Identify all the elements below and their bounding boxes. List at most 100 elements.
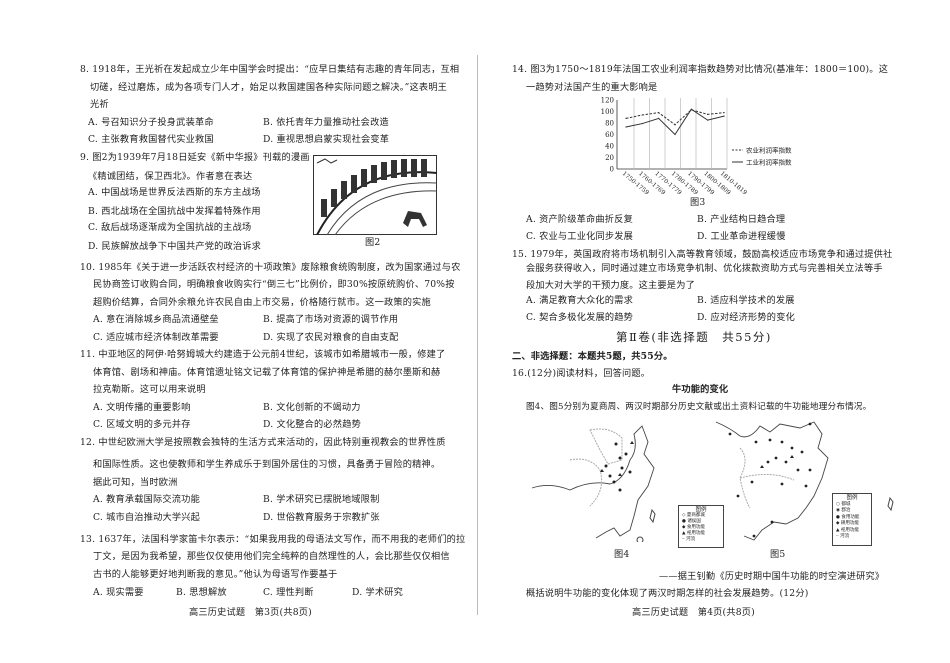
option-a: A. 中国战场是世界反法西斯的东方主战场 bbox=[88, 187, 261, 198]
question-text: 体育馆、剧场和神庙。体育馆遗址铭文记载了体育馆的保护神是希腊的赫尔墨斯和赫 bbox=[93, 367, 441, 378]
option-d: D. 工业革命进程缓慢 bbox=[697, 231, 786, 242]
data-point bbox=[690, 108, 692, 110]
page-3-footer: 高三历史试题 第3页(共8页) bbox=[189, 607, 312, 618]
option-d: D. 实现了农民对粮食的自由支配 bbox=[263, 332, 399, 343]
question-text: 拉克勒斯。这可以用来说明 bbox=[93, 384, 206, 395]
option-b: B. 提高了市场对资源的调节作用 bbox=[263, 314, 399, 325]
section-title: 第Ⅱ卷(非选择题 共55分) bbox=[616, 330, 772, 344]
question-text: 光祈 bbox=[90, 99, 109, 110]
data-point bbox=[707, 113, 709, 115]
option-d: D. 世俗教育服务于宗教扩张 bbox=[263, 512, 380, 523]
question-text: 丁文，是因为我希望，那些仅仅使用他们完全纯粹的自然理性的人，会比那些仅仅相信 bbox=[93, 551, 450, 562]
section-instruction: 二、非选择题：本题共5题，共55分。 bbox=[512, 351, 673, 362]
material-text: 图4、图5分别为夏商周、两汉时期部分历史文献或出土资料记载的牛功能地理分布情况。 bbox=[526, 402, 872, 412]
question-text: 15. 1979年，英国政府将市场机制引入高等教育领域，鼓励高校适应市场竞争和通… bbox=[512, 249, 893, 260]
y-tick-label: 60 bbox=[605, 131, 614, 139]
y-tick-label: 40 bbox=[605, 143, 614, 151]
legend-item-plough: ◆ 耕用功能 bbox=[836, 521, 859, 526]
data-point bbox=[723, 115, 725, 117]
option-c: C. 契合多极化发展的趋势 bbox=[526, 312, 634, 323]
material-title: 牛功能的变化 bbox=[672, 384, 729, 395]
option-a: A. 资产阶级革命曲折反复 bbox=[526, 214, 633, 225]
option-c: C. 适应城市经济体制改革需要 bbox=[93, 332, 219, 343]
figure-2-label: 图2 bbox=[365, 237, 381, 248]
option-c: C. 主张教育救国替代实业救国 bbox=[88, 134, 214, 145]
data-point bbox=[641, 122, 643, 125]
map-4-legend: 图例 ◇ 夏商都城 ● 诸侯国 ◆ 食用功能 ▲ 祀用功能 ┈ 河流 bbox=[678, 505, 724, 548]
option-d: D. 学术研究 bbox=[352, 587, 404, 598]
legend-label: 农业利润率指数 bbox=[746, 146, 792, 155]
data-point bbox=[641, 114, 643, 116]
question-text: 13. 1637年，法国科学家笛卡尔表示：“如果我用我的母语法文写作，而不用我的… bbox=[80, 534, 466, 545]
option-c: C. 区域文明的多元并存 bbox=[93, 419, 191, 430]
data-point bbox=[625, 126, 627, 128]
option-b: B. 适应科学技术的发展 bbox=[697, 295, 795, 306]
question-text: 8. 1918年，王光祈在发起成立少年中国学会时提出：“应早日集结有志趣的青年同… bbox=[80, 64, 460, 75]
legend-item-commandery: ◉ 郡治 bbox=[836, 508, 851, 513]
legend-item-river: ┈ 河流 bbox=[836, 534, 850, 539]
legend-title: 图例 bbox=[846, 495, 858, 501]
option-a: A. 现实需要 bbox=[93, 587, 144, 598]
option-d: D. 文化整合的必然趋势 bbox=[263, 419, 361, 430]
question-text: 10. 1985年《关于进一步活跃农村经济的十项政策》废除粮食统购制度，改为国家… bbox=[80, 262, 461, 273]
question-text: 会服务获得收入，同时通过建立市场竞争机制、优化拨款资助方式与完善相关立法等手 bbox=[526, 263, 883, 274]
legend-item-capital: ○ 都城 bbox=[836, 501, 851, 507]
option-b: B. 思想解放 bbox=[176, 587, 227, 598]
option-d: D. 民族解放战争下中国共产党的政治诉求 bbox=[88, 241, 262, 252]
cartoon-figure-2 bbox=[313, 155, 437, 235]
data-point bbox=[658, 112, 660, 114]
option-b: B. 西北战场在全国抗战中发挥着特殊作用 bbox=[88, 206, 261, 217]
legend-item-capital: ◇ 夏商都城 bbox=[682, 513, 705, 518]
legend-item-river: ┈ 河流 bbox=[682, 537, 696, 542]
question-text: 超购价结算，合同外余粮允许农民自由上市交易，价格随行就市。这一政策的实施 bbox=[93, 297, 431, 308]
data-point bbox=[707, 119, 709, 121]
option-a: A. 满足教育大众化的需求 bbox=[526, 295, 633, 306]
question-intro: 16.(12分)阅读材料，回答问题。 bbox=[512, 368, 651, 379]
y-tick-label: 120 bbox=[601, 97, 614, 105]
series-line-2 bbox=[625, 108, 725, 136]
profit-index-line-chart: 0204060801001201750-17591760-17691770-17… bbox=[601, 97, 792, 197]
legend-item-sacrifice: ▲ 祀用功能 bbox=[836, 527, 859, 533]
question-text: 一趋势对法国产生的重大影响是 bbox=[526, 82, 658, 93]
question-text: 《精诚团结，保卫西北》。作者意在表达 bbox=[88, 171, 253, 182]
option-a: A. 文明传播的重要影响 bbox=[93, 402, 191, 413]
option-c: C. 敌后战场逐渐成为全国抗战的主战场 bbox=[88, 222, 252, 233]
question-text: 古书的人能够更好地判断我的意见。”他认为母语写作要基于 bbox=[93, 569, 338, 580]
page-divider bbox=[477, 55, 478, 615]
map-figure-5 bbox=[715, 421, 894, 541]
data-point bbox=[625, 117, 627, 119]
legend-title: 图例 bbox=[695, 507, 707, 513]
page-4-footer: 高三历史试题 第4页(共8页) bbox=[632, 607, 755, 618]
source-citation: ——据王钊勤《历史时期中国牛功能的时空演进研究》 bbox=[659, 571, 885, 582]
question-text: 切磋，经过磨炼，成为各项专门人才，始足以救国建国各种实际问题之解决。”这表明王 bbox=[90, 82, 448, 93]
legend-item-sacrifice: ▲ 祀用功能 bbox=[682, 531, 705, 536]
data-point bbox=[674, 133, 676, 136]
option-d: D. 重视思想启蒙实现社会变革 bbox=[263, 134, 390, 145]
question-text: 民协商签订收购合同，明确粮食收购实行“倒三七”比例价，即30%按原统购价、70%… bbox=[93, 279, 455, 290]
question-text: 12. 中世纪欧洲大学是按照教会独特的生活方式来活动的，因此特别重视教会的世界性… bbox=[80, 437, 446, 448]
option-d: D. 应对经济形势的变化 bbox=[697, 312, 795, 323]
question-text: 段加大对大学的干预力度。这主要是为了 bbox=[526, 280, 695, 291]
option-b: B. 产业结构日趋合理 bbox=[697, 214, 786, 225]
y-tick-label: 0 bbox=[610, 166, 614, 174]
y-tick-label: 100 bbox=[601, 108, 614, 116]
map-figure-4 bbox=[531, 425, 656, 542]
legend-item-food: ● 食用功能 bbox=[836, 514, 860, 520]
option-b: B. 学术研究已摆脱地域限制 bbox=[263, 494, 380, 505]
legend-label: 工业利润率指数 bbox=[746, 158, 792, 167]
question-text: 14. 图3为1750～1819年法国工农业利润率指数趋势对比情况(基准年：18… bbox=[512, 64, 889, 75]
figure-5-label: 图5 bbox=[770, 549, 786, 560]
y-tick-label: 20 bbox=[605, 154, 614, 162]
question-prompt: 概括说明牛功能的变化体现了两汉时期怎样的社会发展趋势。(12分) bbox=[526, 588, 809, 599]
figure-3-label: 图3 bbox=[690, 197, 706, 208]
option-a: A. 号召知识分子投身武装革命 bbox=[88, 117, 214, 128]
option-c: C. 农业与工业化同步发展 bbox=[526, 231, 634, 242]
figure-4-label: 图4 bbox=[614, 549, 630, 560]
option-c: C. 理性判断 bbox=[263, 587, 314, 598]
question-text: 9. 图2为1939年7月18日延安《新中华报》刊载的漫画 bbox=[80, 152, 310, 163]
data-point bbox=[674, 124, 676, 126]
data-point bbox=[723, 112, 725, 114]
legend-item-vassal: ● 诸侯国 bbox=[682, 519, 701, 524]
option-b: B. 依托青年力量推动社会改造 bbox=[263, 117, 389, 128]
option-a: A. 教育承载国际交流功能 bbox=[93, 494, 200, 505]
